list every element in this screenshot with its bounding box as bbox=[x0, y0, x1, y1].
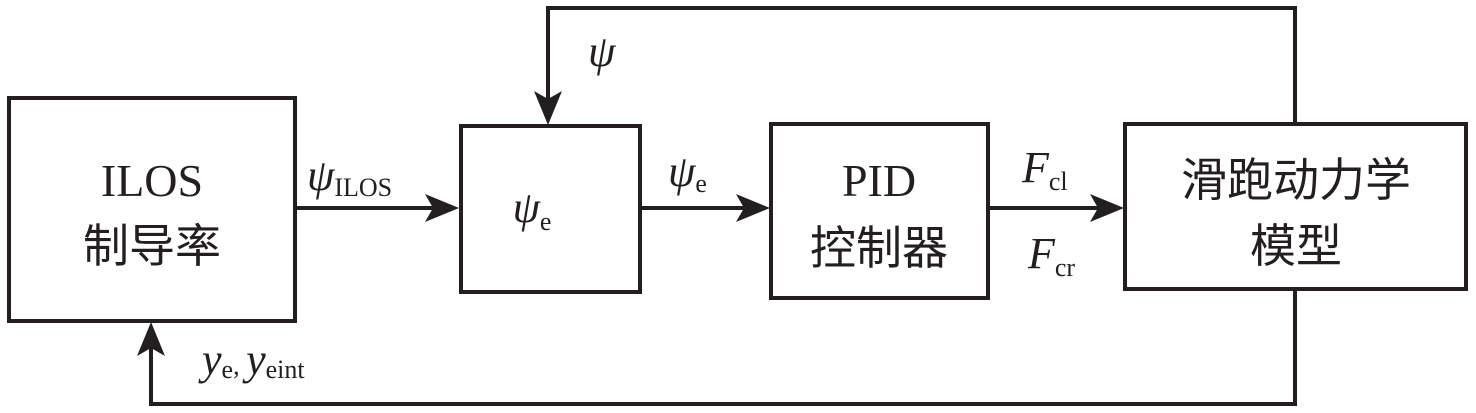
y-feedback-wire bbox=[149, 289, 1297, 406]
psi-ilos-subscript: ILOS bbox=[334, 173, 392, 202]
f-cr-subscript: cr bbox=[1055, 253, 1076, 282]
f-cl-subscript: cl bbox=[1049, 167, 1068, 196]
f-cr-symbol: F bbox=[1027, 229, 1056, 278]
pid-to-model-arrowhead bbox=[1090, 194, 1124, 222]
y-e-subscript: e bbox=[222, 355, 234, 384]
psi-feedback-wire bbox=[546, 6, 1297, 124]
error-block-label: ψe bbox=[513, 183, 552, 236]
f-cl-symbol: F bbox=[1021, 143, 1050, 192]
ilos-guidance-block bbox=[7, 96, 297, 323]
psi-e-label: ψe bbox=[668, 147, 707, 198]
model-block-subtitle: 模型 bbox=[1250, 219, 1342, 273]
f-cl-label: Fcl bbox=[1021, 143, 1068, 196]
f-cr-label: Fcr bbox=[1027, 229, 1075, 282]
error-block-subscript: e bbox=[540, 207, 552, 236]
heading-error-block bbox=[459, 124, 642, 294]
y-e-symbol: y bbox=[198, 335, 222, 384]
y-eint-subscript: eint bbox=[266, 355, 306, 384]
ilos-to-error-arrowhead bbox=[425, 194, 459, 222]
model-block-title: 滑跑动力学 bbox=[1181, 153, 1411, 207]
psi-feedback-arrowhead bbox=[534, 91, 562, 125]
ilos-block-title: ILOS bbox=[101, 155, 203, 206]
error-to-pid-arrowhead bbox=[736, 194, 770, 222]
psi-ilos-label: ψILOS bbox=[307, 151, 392, 202]
pid-block-subtitle: 控制器 bbox=[810, 221, 948, 275]
ilos-block-subtitle: 制导率 bbox=[83, 219, 221, 273]
y-separator: , bbox=[233, 351, 246, 380]
psi-feedback-label: ψ bbox=[588, 27, 616, 76]
psi-e-symbol: ψ bbox=[668, 147, 696, 196]
psi-ilos-symbol: ψ bbox=[307, 151, 335, 200]
y-feedback-label: ye, yeint bbox=[198, 335, 305, 384]
psi-e-subscript: e bbox=[695, 169, 707, 198]
error-block-symbol: ψ bbox=[513, 183, 541, 232]
y-eint-symbol: y bbox=[242, 335, 266, 384]
pid-block-title: PID bbox=[842, 155, 916, 206]
y-feedback-arrowhead bbox=[137, 322, 165, 356]
pid-controller-block bbox=[769, 122, 990, 300]
